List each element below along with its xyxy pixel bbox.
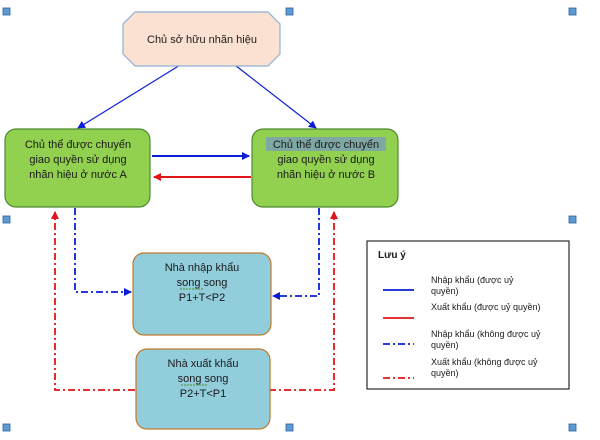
node-exporter-line-1: Nhà xuất khẩu	[168, 358, 239, 370]
legend-item-1-line-2: quyền)	[431, 286, 459, 296]
edge-a-to-importer	[74, 208, 132, 296]
node-exporter-line-2: song song	[178, 373, 229, 385]
legend: Lưu ý Nhập khẩu (được uỷ quyền) Xuất khẩ…	[366, 240, 570, 390]
node-transferee-b[interactable]: Chủ thể được chuyển giao quyền sử dụng n…	[251, 128, 399, 208]
text-selection-highlight	[266, 137, 386, 151]
selection-handle-top-center[interactable]	[285, 7, 294, 16]
legend-title: Lưu ý	[378, 250, 406, 261]
selection-handle-middle-left[interactable]	[2, 215, 11, 224]
legend-item-3-line-2: quyền)	[431, 340, 459, 350]
edge-exporter-to-b	[269, 211, 338, 391]
selection-handle-bottom-right[interactable]	[568, 423, 577, 432]
node-importer-line-2: song song	[177, 277, 228, 289]
edge-b-to-importer	[272, 208, 320, 300]
edges	[51, 61, 338, 391]
edge-exporter-to-a	[51, 211, 135, 391]
node-owner[interactable]: Chủ sở hữu nhãn hiệu	[122, 11, 281, 67]
legend-item-2-line-1: Xuất khẩu (được uỷ quyền)	[431, 302, 541, 312]
legend-box	[366, 240, 570, 390]
legend-item-1-line-1: Nhập khẩu (được uỷ	[431, 275, 514, 285]
node-transferee-b-line-1: Chủ thể được chuyển	[273, 139, 379, 151]
node-exporter-line-3: P2+T<P1	[180, 388, 226, 400]
node-parallel-importer[interactable]: Nhà nhập khẩu song song P1+T<P2	[132, 252, 272, 336]
node-transferee-a-line-2: giao quyền sử dụng	[29, 154, 126, 166]
node-parallel-exporter[interactable]: Nhà xuất khẩu song song P2+T<P1	[135, 348, 271, 430]
edge-owner-to-a	[77, 61, 186, 129]
selection-handle-bottom-left[interactable]	[2, 423, 11, 432]
edge-owner-to-b	[230, 61, 317, 129]
selection-handle-middle-right[interactable]	[568, 215, 577, 224]
node-owner-label: Chủ sở hữu nhãn hiệu	[147, 34, 257, 46]
selection-handle-bottom-center[interactable]	[285, 423, 294, 432]
legend-item-4-line-2: quyền)	[431, 368, 459, 378]
selection-handle-top-left[interactable]	[2, 7, 11, 16]
node-transferee-a-line-3: nhãn hiệu ở nước A	[29, 169, 127, 181]
legend-item-3-line-1: Nhập khẩu (không được uỷ	[431, 329, 541, 339]
node-transferee-a[interactable]: Chủ thể được chuyển giao quyền sử dụng n…	[4, 128, 151, 208]
node-transferee-b-line-2: giao quyền sử dụng	[277, 154, 374, 166]
node-transferee-b-line-3: nhãn hiệu ở nước B	[277, 169, 375, 181]
legend-item-4-line-1: Xuất khẩu (không được uỷ	[431, 357, 538, 367]
selection-handle-top-right[interactable]	[568, 7, 577, 16]
node-importer-line-3: P1+T<P2	[179, 292, 225, 304]
node-transferee-a-line-1: Chủ thể được chuyển	[25, 139, 131, 151]
node-importer-line-1: Nhà nhập khẩu	[165, 262, 240, 274]
